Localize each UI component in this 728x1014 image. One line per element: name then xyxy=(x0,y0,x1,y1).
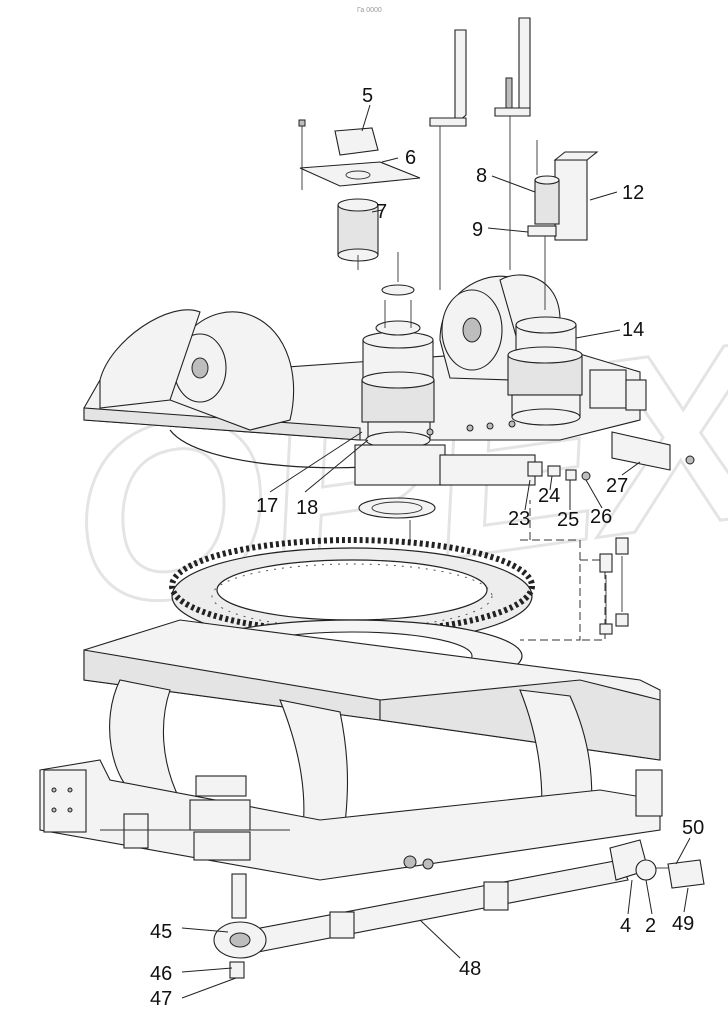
bolt-stack xyxy=(599,537,629,635)
leader-lines xyxy=(181,104,691,999)
callout-12: 12 xyxy=(622,182,644,204)
valve-assembly xyxy=(527,140,599,310)
callout-23: 23 xyxy=(508,508,530,530)
callout-18: 18 xyxy=(296,497,318,519)
callout-8: 8 xyxy=(476,165,487,187)
lower-hub xyxy=(354,431,695,540)
callout-14: 14 xyxy=(622,319,644,341)
callout-50: 50 xyxy=(682,817,704,839)
top-plate-and-block xyxy=(298,119,421,190)
callout-labels: 5 6 7 8 9 12 14 17 18 23 24 25 26 27 50 … xyxy=(150,85,704,1010)
callout-48: 48 xyxy=(459,958,481,980)
hydraulic-cylinder xyxy=(213,839,705,979)
callout-24: 24 xyxy=(538,485,560,507)
callout-17: 17 xyxy=(256,495,278,517)
vertical-brackets xyxy=(429,17,531,290)
flange-bolt xyxy=(381,252,415,296)
callout-27: 27 xyxy=(606,475,628,497)
callout-26: 26 xyxy=(590,506,612,528)
callout-2: 2 xyxy=(645,915,656,937)
callout-49: 49 xyxy=(672,913,694,935)
dashed-connector xyxy=(520,500,606,641)
callout-7: 7 xyxy=(376,201,387,223)
callout-25: 25 xyxy=(557,509,579,531)
header-mark: Га 0000 xyxy=(357,7,382,14)
callout-5: 5 xyxy=(362,85,373,107)
callout-46: 46 xyxy=(150,963,172,985)
turntable-assembly xyxy=(83,274,647,469)
base-frame xyxy=(39,619,663,881)
callout-4: 4 xyxy=(620,915,631,937)
callout-9: 9 xyxy=(472,219,483,241)
callout-47: 47 xyxy=(150,988,172,1010)
callout-6: 6 xyxy=(405,147,416,169)
motor xyxy=(337,198,379,270)
callout-45: 45 xyxy=(150,921,172,943)
